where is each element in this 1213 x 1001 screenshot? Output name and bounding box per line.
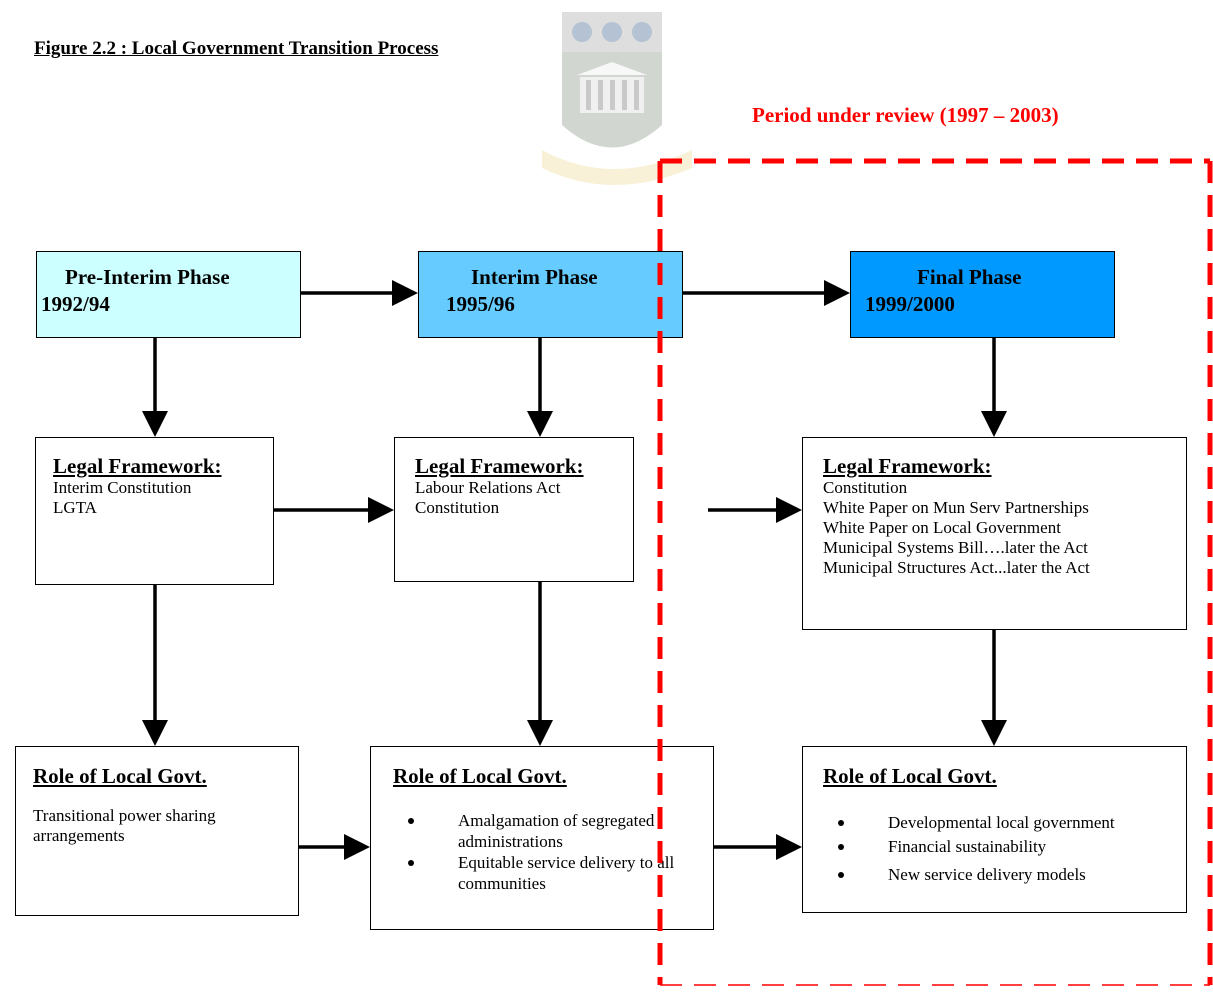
legal-item: Municipal Structures Act...later the Act (823, 558, 1090, 577)
legal-item: White Paper on Mun Serv Partnerships (823, 498, 1089, 517)
role-box-final: Role of Local Govt. Developmental local … (802, 746, 1187, 913)
legal-item: Labour Relations Act (415, 478, 561, 497)
phase-box-final: Final Phase 1999/2000 (850, 251, 1115, 338)
review-period-dashed-region (657, 158, 1213, 985)
legal-item: White Paper on Local Government (823, 518, 1061, 537)
role-bullet-item: Amalgamation of segregated administratio… (393, 810, 693, 852)
legal-framework-header: Legal Framework: (53, 454, 222, 478)
legal-item: Interim Constitution (53, 478, 192, 497)
role-header: Role of Local Govt. (33, 764, 207, 788)
role-header: Role of Local Govt. (393, 764, 567, 788)
period-under-review-label: Period under review (1997 – 2003) (752, 103, 1059, 127)
role-box-pre-interim: Role of Local Govt. Transitional power s… (15, 746, 299, 916)
legal-item: Municipal Systems Bill….later the Act (823, 538, 1088, 557)
role-bullet-item: Financial sustainability (823, 836, 1186, 857)
legal-item: LGTA (53, 498, 97, 517)
phase-name: Final Phase (917, 265, 1022, 289)
role-box-interim: Role of Local Govt. Amalgamation of segr… (370, 746, 714, 930)
phase-year: 1999/2000 (865, 292, 955, 316)
phase-year: 1995/96 (446, 292, 515, 316)
legal-item: Constitution (415, 498, 500, 517)
role-bullet-item: Developmental local government (823, 812, 1186, 833)
legal-framework-box-final: Legal Framework: Constitution White Pape… (802, 437, 1187, 630)
role-bullet-item: New service delivery models (823, 864, 1186, 885)
legal-item: Constitution (823, 478, 908, 497)
legal-framework-header: Legal Framework: (415, 454, 584, 478)
figure-title: Figure 2.2 : Local Government Transition… (34, 38, 439, 59)
legal-framework-header: Legal Framework: (823, 454, 992, 478)
role-header: Role of Local Govt. (823, 764, 997, 788)
university-seal-watermark (542, 12, 722, 185)
legal-framework-box-interim: Legal Framework: Labour Relations Act Co… (394, 437, 634, 582)
role-bullet-item: Equitable service delivery to all commun… (393, 852, 693, 894)
phase-box-pre-interim: Pre-Interim Phase 1992/94 (36, 251, 301, 338)
phase-year: 1992/94 (41, 292, 110, 316)
phase-box-interim: Interim Phase 1995/96 (418, 251, 683, 338)
phase-name: Pre-Interim Phase (65, 265, 230, 289)
role-text: Transitional power sharing arrangements (33, 806, 216, 845)
legal-framework-box-pre-interim: Legal Framework: Interim Constitution LG… (35, 437, 274, 585)
phase-name: Interim Phase (471, 265, 598, 289)
